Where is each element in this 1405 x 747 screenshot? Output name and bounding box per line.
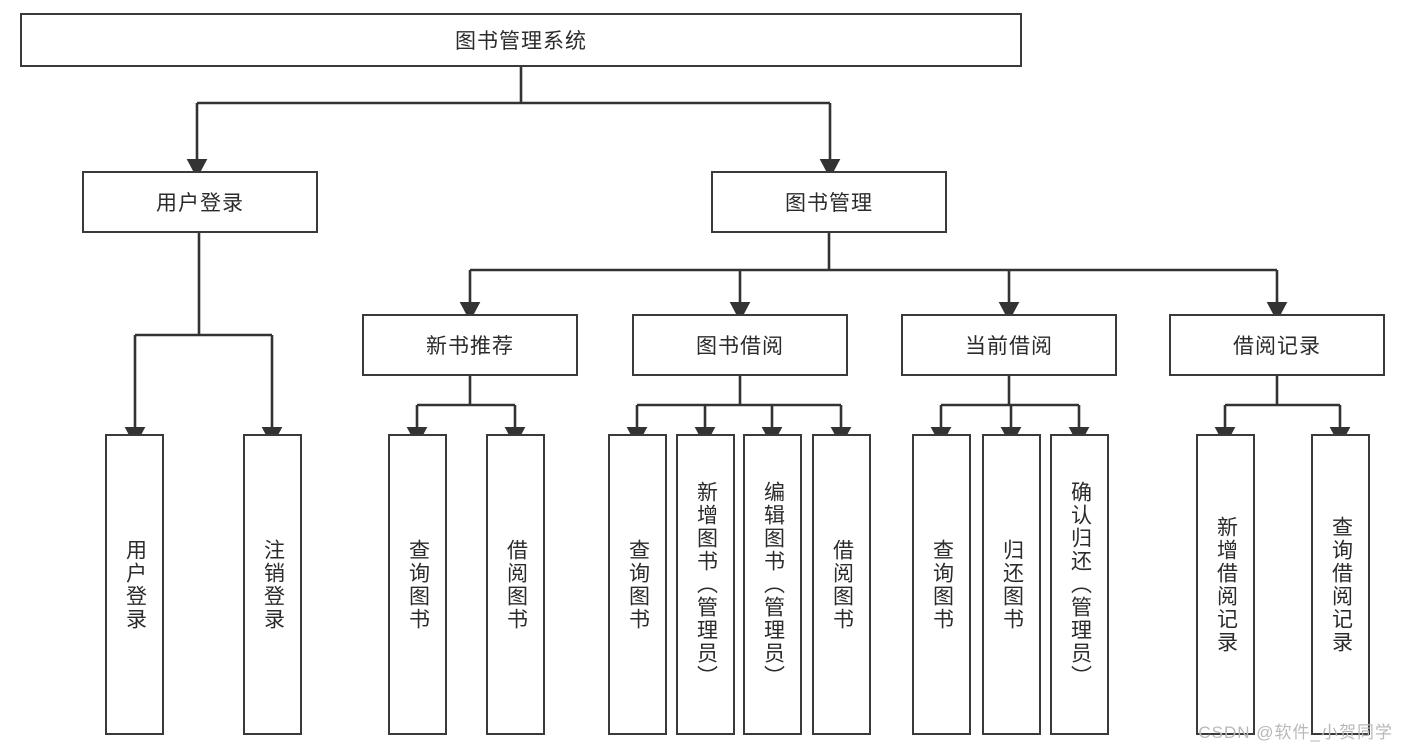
leaf-query-record-label: 查询借阅记录 xyxy=(1329,515,1353,654)
leaf-query-book-2[interactable]: 查询图书 xyxy=(608,434,667,735)
leaf-logout[interactable]: 注销登录 xyxy=(243,434,302,735)
node-book-manage[interactable]: 图书管理 xyxy=(711,171,947,233)
leaf-confirm-return-label: 确认归还（管理员） xyxy=(1068,481,1092,688)
leaf-user-login-label: 用户登录 xyxy=(123,538,147,631)
leaf-query-book-3[interactable]: 查询图书 xyxy=(912,434,971,735)
leaf-query-book-1[interactable]: 查询图书 xyxy=(388,434,447,735)
leaf-confirm-return[interactable]: 确认归还（管理员） xyxy=(1050,434,1109,735)
node-user-login-label: 用户登录 xyxy=(156,192,244,215)
node-new-book-rec-label: 新书推荐 xyxy=(426,335,514,358)
leaf-add-record-label: 新增借阅记录 xyxy=(1214,515,1238,654)
leaf-borrow-book-2-label: 借阅图书 xyxy=(830,538,854,631)
leaf-borrow-book-1-label: 借阅图书 xyxy=(504,538,528,631)
node-borrow-record-label: 借阅记录 xyxy=(1233,335,1321,358)
leaf-return-book[interactable]: 归还图书 xyxy=(982,434,1041,735)
csdn-watermark: CSDN @软件_小贺同学 xyxy=(1198,723,1393,742)
leaf-borrow-book-2[interactable]: 借阅图书 xyxy=(812,434,871,735)
leaf-borrow-book-1[interactable]: 借阅图书 xyxy=(486,434,545,735)
node-root[interactable]: 图书管理系统 xyxy=(20,13,1022,67)
leaf-logout-label: 注销登录 xyxy=(261,538,285,631)
leaf-return-book-label: 归还图书 xyxy=(1000,538,1024,631)
node-new-book-rec[interactable]: 新书推荐 xyxy=(362,314,578,376)
leaf-add-book-label: 新增图书（管理员） xyxy=(694,481,718,688)
node-user-login[interactable]: 用户登录 xyxy=(82,171,318,233)
node-book-borrow-label: 图书借阅 xyxy=(696,335,784,358)
leaf-edit-book-label: 编辑图书（管理员） xyxy=(761,481,785,688)
leaf-user-login[interactable]: 用户登录 xyxy=(105,434,164,735)
leaf-query-record[interactable]: 查询借阅记录 xyxy=(1311,434,1370,735)
leaf-query-book-2-label: 查询图书 xyxy=(626,538,650,631)
node-root-label: 图书管理系统 xyxy=(455,30,587,53)
node-current-borrow-label: 当前借阅 xyxy=(965,335,1053,358)
leaf-query-book-1-label: 查询图书 xyxy=(406,538,430,631)
leaf-edit-book[interactable]: 编辑图书（管理员） xyxy=(743,434,802,735)
node-borrow-record[interactable]: 借阅记录 xyxy=(1169,314,1385,376)
node-book-borrow[interactable]: 图书借阅 xyxy=(632,314,848,376)
leaf-add-record[interactable]: 新增借阅记录 xyxy=(1196,434,1255,735)
leaf-query-book-3-label: 查询图书 xyxy=(930,538,954,631)
node-book-manage-label: 图书管理 xyxy=(785,192,873,215)
node-current-borrow[interactable]: 当前借阅 xyxy=(901,314,1117,376)
leaf-add-book[interactable]: 新增图书（管理员） xyxy=(676,434,735,735)
